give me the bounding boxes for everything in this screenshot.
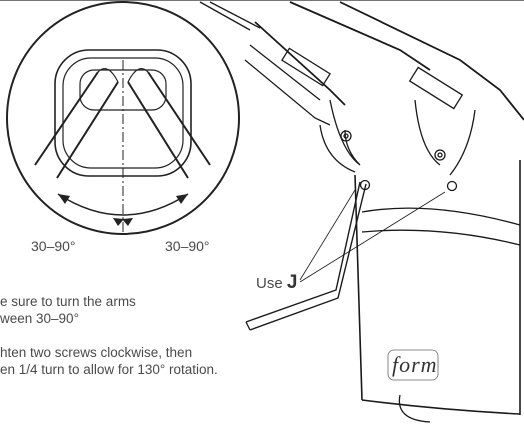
tool-callout: Use J bbox=[256, 272, 297, 294]
tool-letter: J bbox=[286, 272, 298, 293]
brand-logo: form bbox=[392, 352, 438, 377]
page-top-rule bbox=[0, 0, 524, 1]
angle-label-left: 30–90° bbox=[31, 238, 76, 254]
detail-circle-view bbox=[6, 1, 240, 235]
instruction-line-3: hten two screws clockwise, then bbox=[0, 345, 193, 360]
instruction-line-2: ween 30–90° bbox=[0, 311, 79, 326]
angle-label-right: 30–90° bbox=[165, 238, 210, 254]
tool-callout-prefix: Use bbox=[256, 275, 283, 292]
instruction-line-4: en 1/4 turn to allow for 130° rotation. bbox=[0, 362, 218, 377]
product-drawing bbox=[199, 1, 524, 423]
instruction-line-1: e sure to turn the arms bbox=[0, 294, 136, 309]
